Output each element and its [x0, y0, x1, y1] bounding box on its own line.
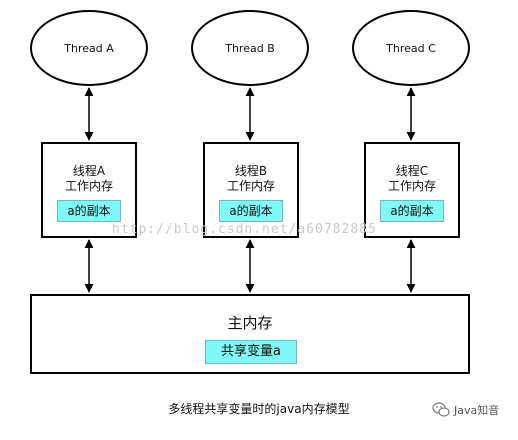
- thread-b-node: Thread B: [191, 10, 309, 86]
- working-memory-a-copy: a的副本: [57, 200, 121, 222]
- thread-c-label: Thread C: [386, 41, 436, 55]
- thread-b-label: Thread B: [225, 41, 275, 55]
- working-memory-c: 线程C 工作内存 a的副本: [364, 142, 460, 238]
- working-memory-a-thread: 线程A: [72, 164, 106, 178]
- working-memory-c-thread: 线程C: [395, 164, 429, 178]
- working-memory-c-copy: a的副本: [380, 200, 444, 222]
- working-memory-b: 线程B 工作内存 a的副本: [203, 142, 299, 238]
- thread-a-label: Thread A: [64, 41, 114, 55]
- working-memory-a: 线程A 工作内存 a的副本: [41, 142, 137, 238]
- main-memory: 主内存 共享变量a: [30, 294, 470, 374]
- shared-variable: 共享变量a: [205, 340, 297, 364]
- thread-c-node: Thread C: [352, 10, 470, 86]
- thread-a-node: Thread A: [30, 10, 148, 86]
- working-memory-a-label: 工作内存: [64, 179, 113, 193]
- main-memory-title: 主内存: [227, 314, 273, 332]
- watermark: http://blog.csdn.net/a60782885: [112, 222, 377, 237]
- wechat-icon: [432, 402, 450, 417]
- brand-logo: Java知音: [432, 402, 499, 418]
- working-memory-c-label: 工作内存: [387, 179, 436, 193]
- brand-logo-text: Java知音: [454, 404, 500, 417]
- diagram-caption: 多线程共享变量时的java内存模型: [168, 402, 350, 416]
- working-memory-b-thread: 线程B: [234, 164, 268, 178]
- working-memory-b-label: 工作内存: [226, 179, 275, 193]
- working-memory-b-copy: a的副本: [219, 200, 283, 222]
